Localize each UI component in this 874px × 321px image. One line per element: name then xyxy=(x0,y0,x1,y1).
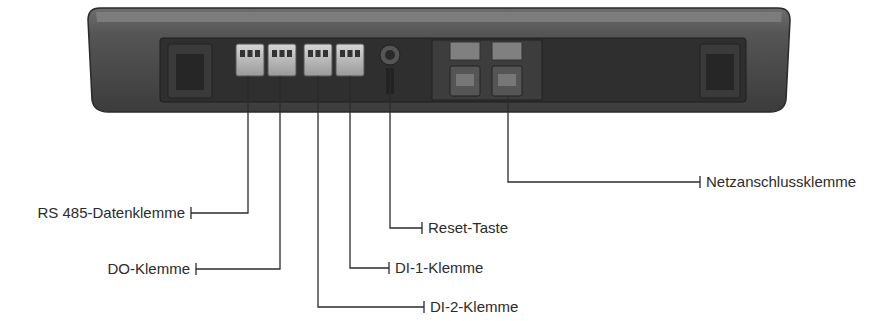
leader-line xyxy=(390,64,422,228)
terminal-hole xyxy=(248,50,253,57)
mains-lever xyxy=(492,42,522,60)
mains-clamp xyxy=(492,66,522,96)
leader-line xyxy=(508,96,700,182)
part-label: DO-Klemme xyxy=(107,260,190,278)
terminal-hole xyxy=(255,50,260,57)
side-socket-inner xyxy=(706,54,734,90)
terminal-blocks xyxy=(236,44,364,76)
mains-clamp-face xyxy=(456,74,474,86)
terminal-hole xyxy=(316,50,321,57)
terminal-block xyxy=(236,44,264,76)
terminal-hole xyxy=(340,50,345,57)
mains-lever xyxy=(450,42,480,60)
mains-clamp-face xyxy=(498,74,516,86)
mains-terminal xyxy=(432,40,542,100)
leader-line xyxy=(196,76,280,269)
part-label: Netzanschlussklemme xyxy=(706,173,856,191)
side-socket xyxy=(168,44,212,98)
housing-top-edge xyxy=(96,12,782,22)
part-label: Reset-Taste xyxy=(428,219,508,237)
terminal-block xyxy=(336,44,364,76)
terminal-hole xyxy=(240,50,245,57)
leader-tick xyxy=(195,263,196,275)
reset-button xyxy=(380,45,400,65)
housing xyxy=(88,8,790,112)
terminal-block xyxy=(268,44,296,76)
terminal-block xyxy=(304,44,332,76)
terminal-hole xyxy=(287,50,292,57)
terminal-hole xyxy=(355,50,360,57)
terminal-hole xyxy=(348,50,353,57)
leader-line xyxy=(350,76,389,268)
side-socket-inner xyxy=(176,54,204,90)
leader-tick xyxy=(421,222,422,234)
part-label: DI-1-Klemme xyxy=(395,259,483,277)
reset-button-core xyxy=(385,50,395,60)
side-socket xyxy=(700,44,740,98)
leader-lines xyxy=(191,64,700,313)
leader-tick xyxy=(423,301,424,313)
part-label: RS 485-Datenklemme xyxy=(37,204,185,222)
part-label: DI-2-Klemme xyxy=(430,298,518,316)
terminal-hole xyxy=(308,50,313,57)
terminal-hole xyxy=(280,50,285,57)
mains-clamp xyxy=(450,66,480,96)
leader-tick xyxy=(699,176,700,188)
leader-line xyxy=(191,76,248,213)
leader-tick xyxy=(388,262,389,274)
leader-tick xyxy=(190,207,191,219)
terminal-hole xyxy=(323,50,328,57)
mains-housing xyxy=(432,40,542,100)
terminal-hole xyxy=(272,50,277,57)
